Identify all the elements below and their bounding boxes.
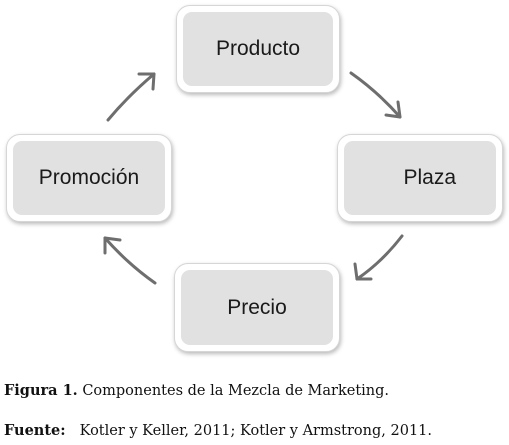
- source-text: Kotler y Keller, 2011; Kotler y Armstron…: [79, 423, 433, 439]
- node-producto: Producto: [176, 5, 340, 93]
- node-precio-label: Precio: [181, 270, 333, 345]
- arrow-plaza-to-precio: [353, 234, 404, 281]
- source-label: Fuente:: [4, 422, 66, 439]
- arrow-producto-to-plaza: [349, 71, 402, 119]
- figure-text: Componentes de la Mezcla de Marketing.: [82, 383, 390, 399]
- source-caption: Fuente: Kotler y Keller, 2011; Kotler y A…: [4, 422, 432, 439]
- arrow-precio-to-promocion: [103, 236, 157, 285]
- node-producto-label: Producto: [183, 12, 333, 86]
- arrow-promocion-to-producto: [106, 72, 156, 122]
- node-promocion-label: Promoción: [13, 141, 165, 215]
- figure-caption: Figura 1. Componentes de la Mezcla de Ma…: [4, 382, 389, 399]
- node-precio: Precio: [174, 263, 340, 352]
- figure-label: Figura 1.: [4, 382, 78, 399]
- node-plaza: Plaza: [337, 134, 503, 222]
- node-plaza-label: Plaza: [344, 141, 496, 215]
- node-promocion: Promoción: [6, 134, 172, 222]
